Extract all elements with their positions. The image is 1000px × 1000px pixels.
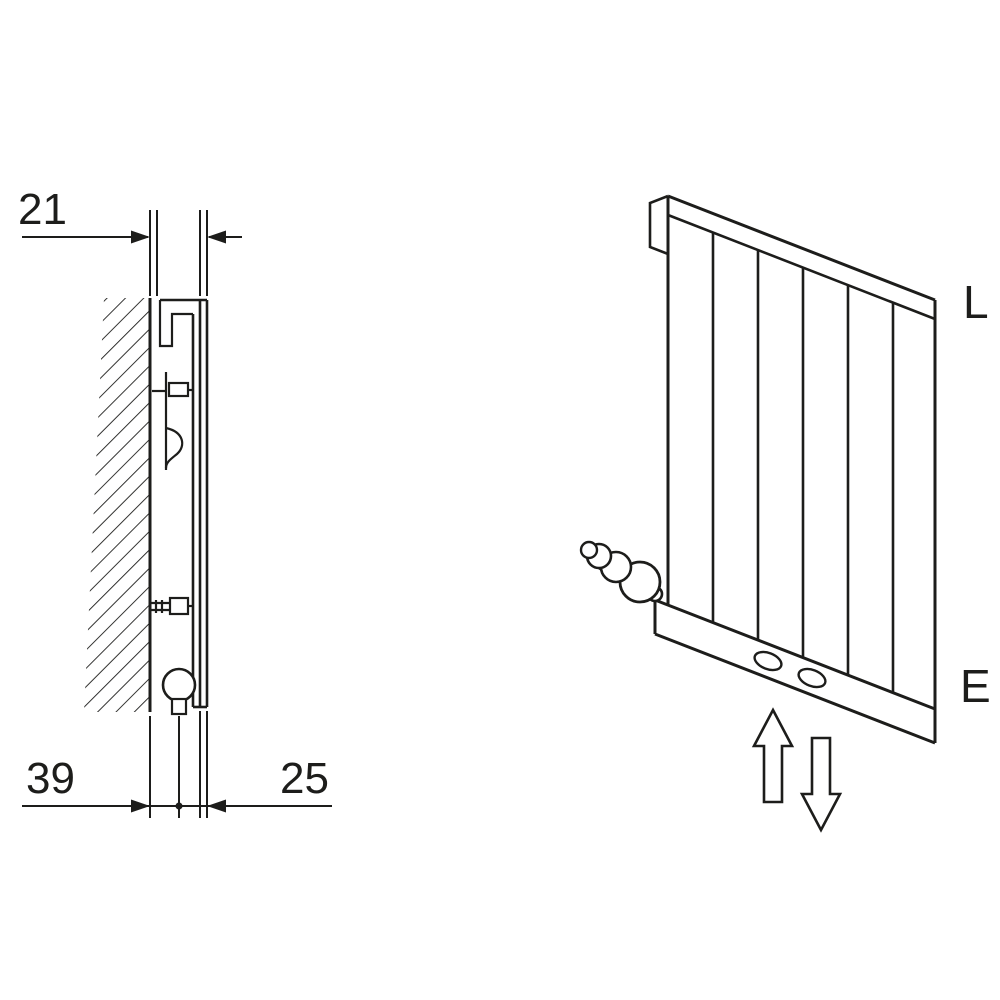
dim-arrow-left: [207, 799, 226, 813]
label-L: L: [963, 276, 989, 328]
label-E: E: [960, 660, 991, 712]
perspective-radiator-view: L E: [579, 194, 991, 833]
valve-cap: [579, 540, 599, 560]
dimension-21: 21: [18, 185, 242, 296]
connection-hole-left: [753, 650, 783, 672]
dim-center-dot: [175, 802, 183, 810]
lower-wall-bracket: [150, 596, 193, 616]
dim-21-value: 21: [18, 185, 67, 234]
flow-down-arrow: [799, 736, 843, 833]
radiator-slats: [711, 232, 895, 693]
dim-arrow-right: [131, 230, 150, 244]
upper-wall-bracket: [152, 372, 193, 470]
connection-hole-right: [797, 667, 827, 689]
dim-25-value: 25: [280, 754, 329, 803]
hanging-hook: [158, 300, 193, 348]
dim-arrow-left: [207, 230, 226, 244]
bottom-valve: [161, 667, 197, 716]
panel-outline: [666, 194, 937, 743]
connection-holes: [753, 650, 827, 689]
thermostatic-valve: [579, 540, 664, 604]
radiator-profile: [150, 298, 209, 716]
wall-hatching: [84, 298, 152, 712]
flow-up-arrow: [751, 707, 795, 804]
bracket-hook-curve: [164, 426, 184, 469]
bottom-rail: [653, 598, 936, 745]
dimension-39-25: 39 25: [22, 711, 332, 818]
flow-arrows: [751, 707, 843, 833]
dim-39-value: 39: [26, 754, 75, 803]
top-hanging-tab: [648, 194, 669, 256]
side-section-view: 21 39 25: [18, 185, 332, 818]
dim-arrow-right: [131, 799, 150, 813]
